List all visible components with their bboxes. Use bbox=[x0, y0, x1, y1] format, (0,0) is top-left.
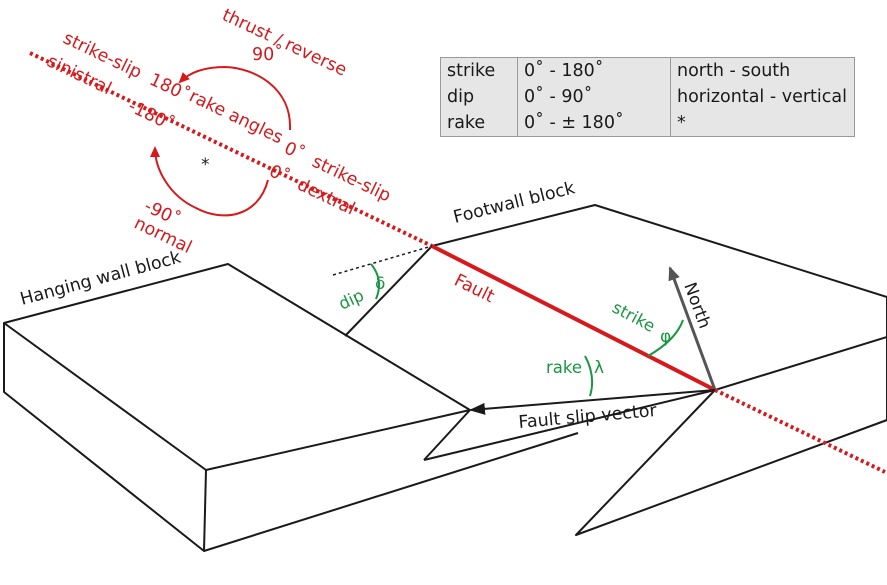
footwall-block-label: Footwall block bbox=[451, 178, 577, 228]
rake-angle-arc bbox=[584, 355, 594, 397]
strike-label: strike bbox=[609, 298, 658, 336]
rake-symbol: λ bbox=[594, 358, 604, 378]
strike-line-dotted-lower bbox=[714, 388, 886, 474]
fault-slip-vector-label: Fault slip vector bbox=[518, 401, 659, 433]
rake-arc-lower bbox=[150, 146, 269, 217]
rake-center-marker: * bbox=[201, 155, 210, 175]
dip-label: dip bbox=[336, 286, 367, 314]
param-range: 0˚ - 90˚ bbox=[517, 84, 671, 110]
rake-angles-label: rake angles bbox=[186, 86, 286, 148]
dip-reference-line bbox=[332, 245, 433, 276]
rake-arc-upper bbox=[178, 65, 292, 131]
table-row: rake 0˚ - ± 180˚ * bbox=[441, 110, 854, 136]
dip-angle-arc bbox=[370, 263, 381, 300]
param-name: strike bbox=[441, 58, 518, 84]
table-row: strike 0˚ - 180˚ north - south bbox=[441, 58, 854, 84]
param-name: dip bbox=[441, 84, 518, 110]
table-row: dip 0˚ - 90˚ horizontal - vertical bbox=[441, 84, 854, 110]
north-arrow bbox=[668, 266, 717, 391]
dip-symbol: δ bbox=[375, 274, 385, 294]
param-meaning: north - south bbox=[677, 60, 791, 81]
param-range: 0˚ - ± 180˚ bbox=[517, 110, 671, 136]
param-meaning: * bbox=[677, 112, 686, 133]
sinistral-degree-label: -180˚ bbox=[125, 96, 178, 136]
strike-symbol: φ bbox=[660, 327, 671, 347]
rake-angle-labels: thrust / reverse 90˚ strike-slip 180˚ si… bbox=[44, 5, 394, 258]
rake-label: rake bbox=[546, 358, 582, 377]
strike-line-dotted-upper bbox=[29, 51, 433, 248]
fault-slip-vector-arrow bbox=[469, 389, 716, 415]
fault-trace bbox=[431, 244, 716, 392]
hanging-wall-block-label: Hanging wall block bbox=[18, 247, 184, 309]
thrust-degree-label: 90˚ bbox=[252, 44, 283, 65]
param-meaning: horizontal - vertical bbox=[677, 86, 847, 107]
param-range: 0˚ - 180˚ bbox=[517, 58, 671, 84]
param-name: rake bbox=[441, 110, 518, 136]
strike-angle-arc bbox=[647, 319, 684, 357]
parameter-table: strike 0˚ - 180˚ north - south dip 0˚ - … bbox=[440, 57, 855, 137]
footwall-block bbox=[344, 204, 887, 536]
